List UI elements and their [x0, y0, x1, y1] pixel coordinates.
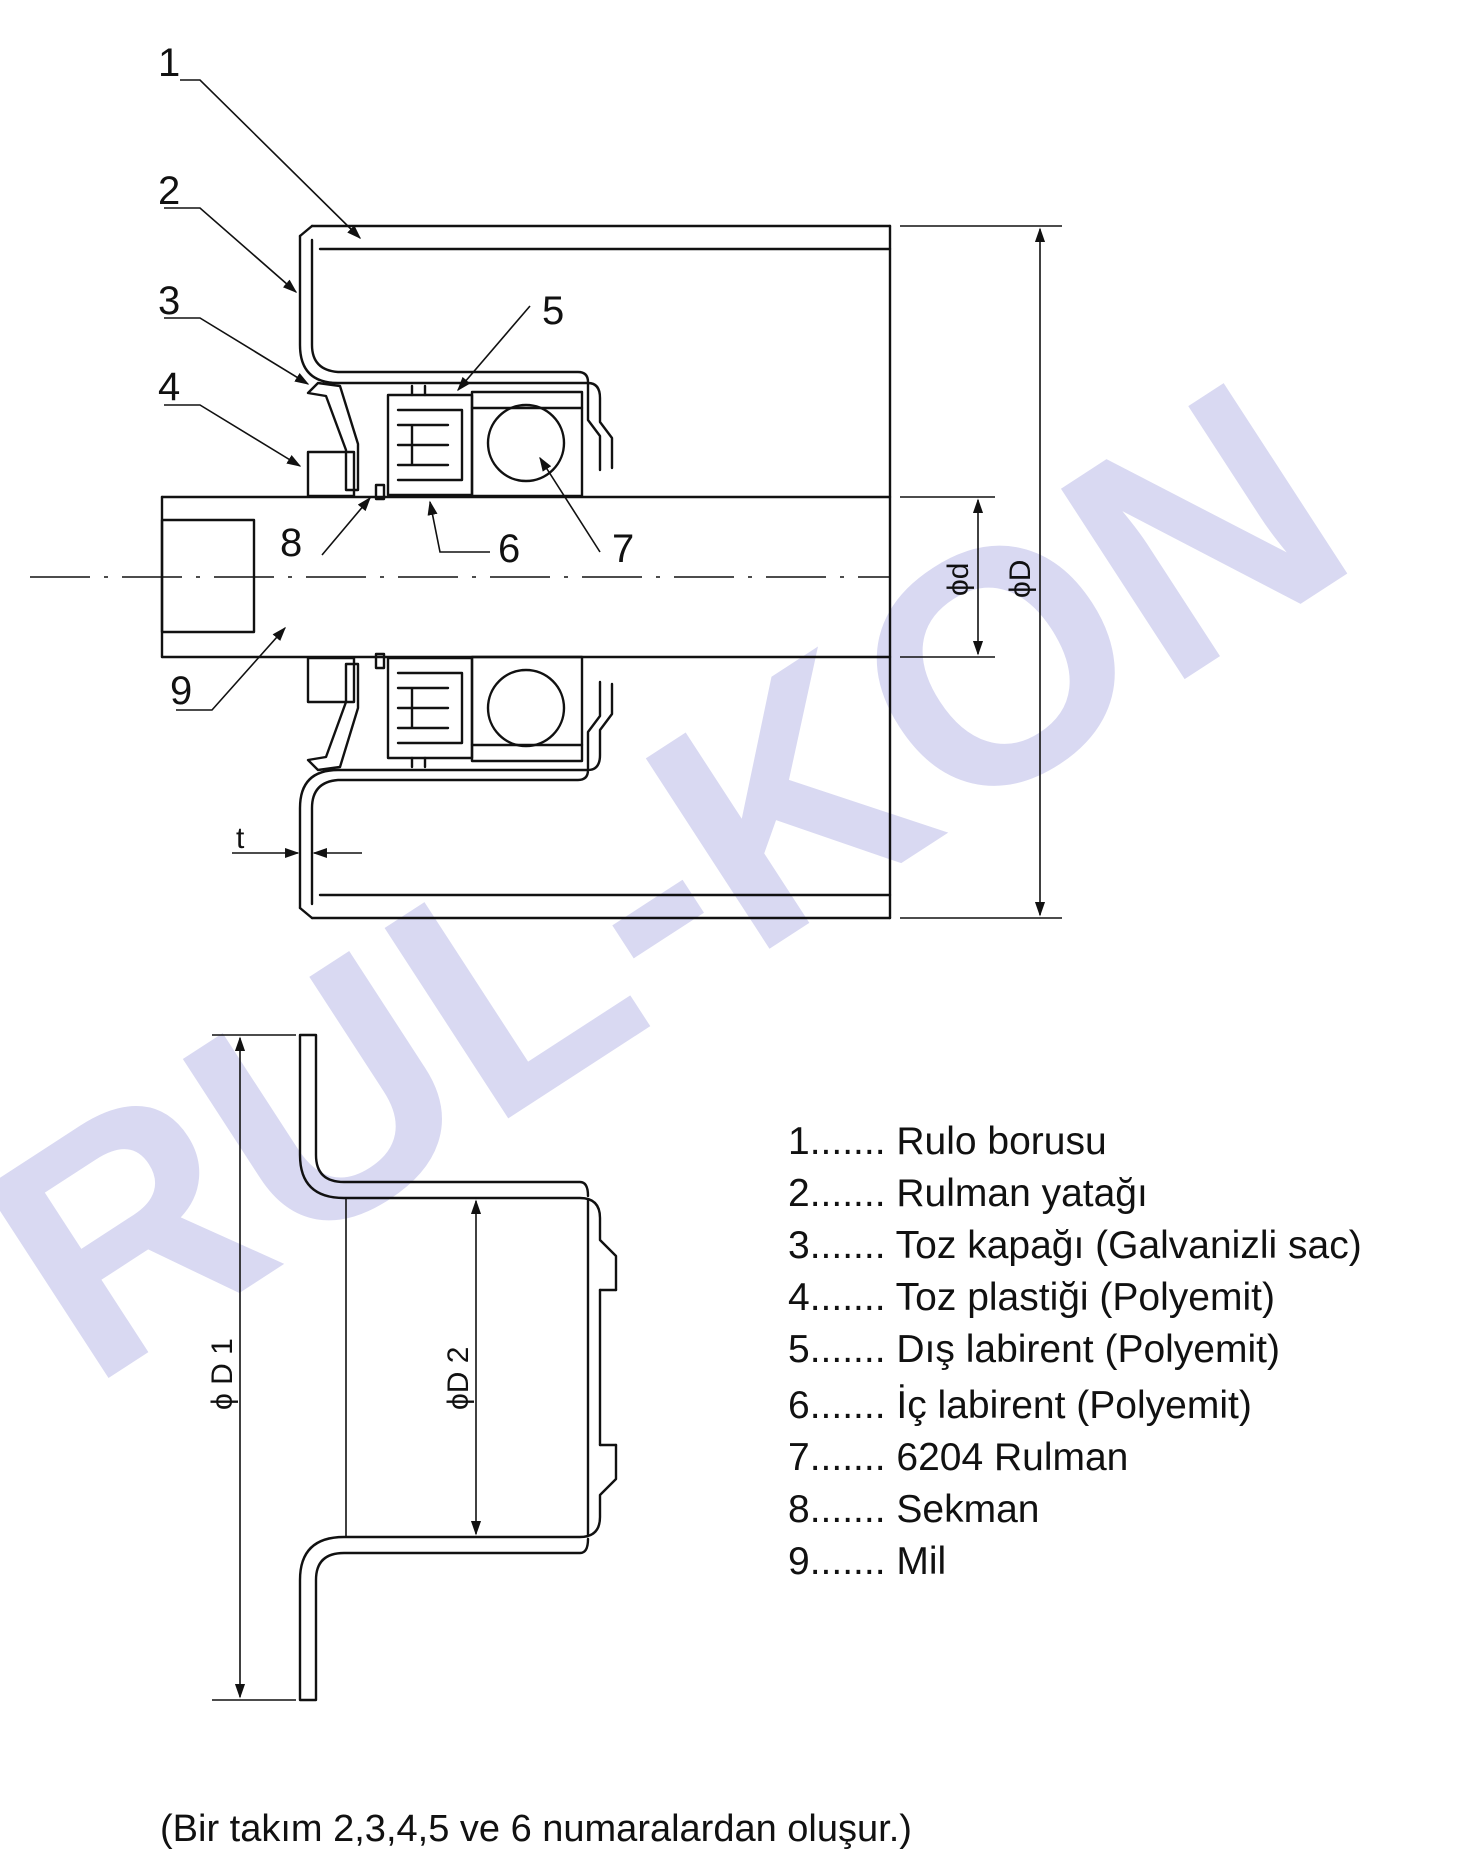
dimension-D2: ϕD 2 [442, 1199, 482, 1536]
callout-3: 3 [158, 279, 180, 323]
dust-cover-upper [306, 381, 360, 492]
dim-D2-label: ϕD 2 [442, 1347, 475, 1411]
callout-6: 6 [498, 527, 520, 571]
dim-d-label: ϕd [942, 563, 975, 597]
dimension-D1: ϕ D 1 [206, 1034, 296, 1701]
callout-2: 2 [158, 169, 180, 213]
callout-4: 4 [158, 365, 180, 409]
dimension-t: t [232, 822, 362, 859]
ball-bearing-lower [470, 655, 584, 763]
dim-D1-label: ϕ D 1 [206, 1338, 239, 1410]
dust-cover-lower [306, 662, 360, 772]
bearing-housing-detail: ϕ D 1 ϕD 2 [206, 1033, 618, 1702]
legend-item-8: 8....... Sekman [788, 1488, 1040, 1531]
callout-1: 1 [158, 41, 180, 85]
legend-item-3: 3....... Toz kapağı (Galvanizli sac) [788, 1224, 1362, 1267]
dimension-d: ϕd [900, 496, 995, 658]
labyrinth-seal-upper [386, 384, 474, 497]
assembly-note: (Bir takım 2,3,4,5 ve 6 numaralardan olu… [160, 1808, 912, 1850]
callout-7: 7 [612, 527, 634, 571]
legend-item-1: 1....... Rulo borusu [788, 1120, 1107, 1163]
legend-item-2: 2....... Rulman yatağı [788, 1172, 1148, 1215]
circlip-lower [374, 652, 386, 670]
roller-tube [298, 224, 892, 920]
roller-assembly-section: ϕd ϕD t 1 2 3 4 5 6 [30, 41, 1062, 920]
bearing-housing-lower [298, 680, 614, 910]
callout-9: 9 [170, 669, 192, 713]
labyrinth-seal-lower [386, 656, 474, 769]
dimension-D: ϕD [900, 225, 1062, 919]
legend-item-5: 5....... Dış labirent (Polyemit) [788, 1328, 1280, 1371]
legend-item-7: 7....... 6204 Rulman [788, 1436, 1129, 1479]
callout-leaders [164, 79, 601, 711]
legend-item-4: 4....... Toz plastiği (Polyemit) [788, 1276, 1275, 1319]
bearing-housing-upper [298, 234, 614, 472]
dim-D-label: ϕD [1004, 560, 1037, 598]
legend-item-6: 6....... İç labirent (Polyemit) [788, 1384, 1252, 1427]
callout-8: 8 [280, 521, 302, 565]
ball-bearing-upper [470, 390, 584, 498]
housing-profile [298, 1033, 618, 1702]
callout-5: 5 [542, 289, 564, 333]
legend-item-9: 9....... Mil [788, 1540, 947, 1583]
dim-t-label: t [236, 822, 245, 855]
circlip-upper [374, 483, 386, 501]
